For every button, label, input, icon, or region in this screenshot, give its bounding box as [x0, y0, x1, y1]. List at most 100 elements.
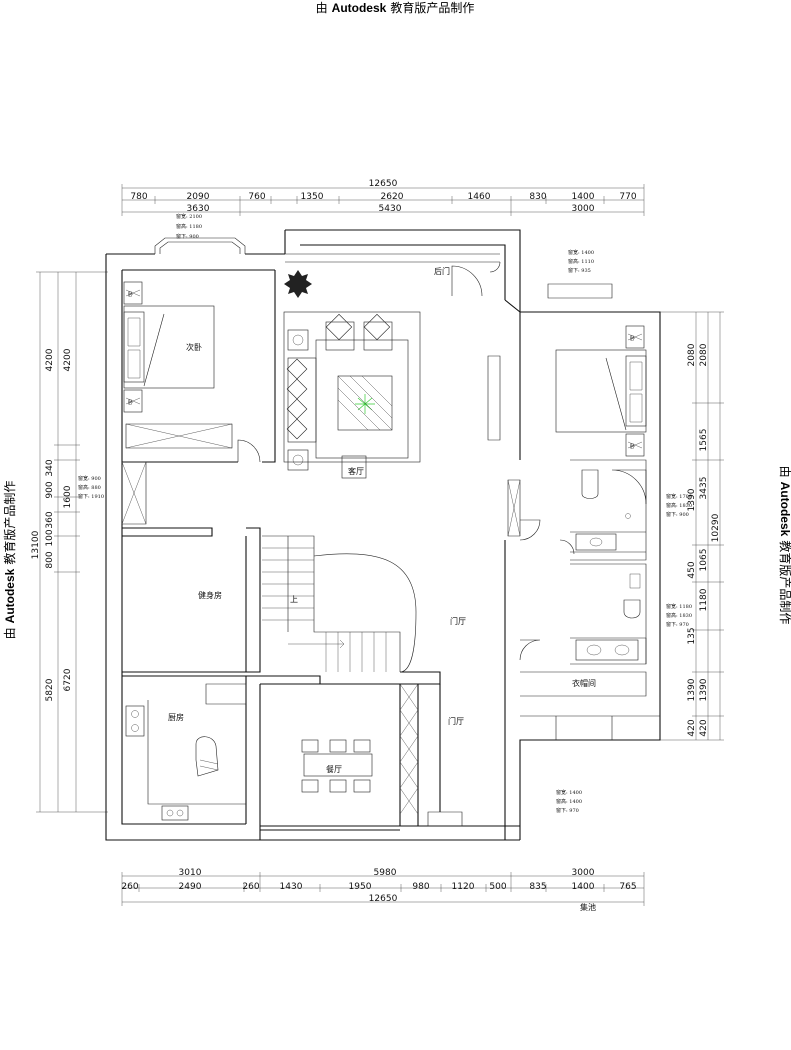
svg-text:窗宽: 2100: 窗宽: 2100	[176, 213, 202, 220]
top-dimensions: 12650 780 2090 760 1350 2620 1460 830 14…	[121, 179, 645, 216]
svg-text:2080: 2080	[699, 343, 709, 366]
svg-text:6720: 6720	[63, 668, 73, 691]
kitchen-fixtures	[125, 705, 219, 821]
svg-text:800: 800	[45, 551, 55, 568]
window-note-right-top: 窗宽: 1400 窗高: 1110 窗下: 935	[568, 249, 594, 274]
svg-text:1065: 1065	[699, 549, 709, 572]
svg-text:窗下: 970: 窗下: 970	[556, 807, 579, 814]
svg-text:1180: 1180	[699, 588, 709, 611]
label-living: 客厅	[348, 466, 364, 476]
svg-text:1565: 1565	[699, 429, 709, 452]
svg-text:450: 450	[687, 561, 697, 578]
svg-text:窗下: 900: 窗下: 900	[176, 233, 199, 240]
svg-text:13100: 13100	[31, 530, 41, 559]
svg-text:770: 770	[619, 192, 636, 202]
svg-text:窗下: 1910: 窗下: 1910	[78, 493, 104, 500]
doors	[237, 261, 575, 827]
room-labels: 次卧 后门 客厅 健身房 门厅 门厅 厨房 餐厅 衣帽间 卧 卧 卧 卧	[128, 266, 635, 774]
svg-text:765: 765	[619, 882, 636, 892]
svg-text:12650: 12650	[369, 894, 398, 904]
window-note-bath2: 窗宽: 1180 窗高: 1830 窗下: 970	[666, 603, 692, 628]
svg-text:窗高: 1830: 窗高: 1830	[666, 502, 692, 509]
svg-text:1460: 1460	[468, 192, 491, 202]
sofa-cushions	[286, 358, 308, 440]
svg-text:2080: 2080	[687, 343, 697, 366]
svg-text:1400: 1400	[572, 192, 595, 202]
label-back-door: 后门	[434, 266, 450, 276]
window-note-left: 窗宽: 900 窗高: 880 窗下: 1910	[78, 475, 104, 500]
svg-text:卧: 卧	[128, 399, 133, 406]
svg-text:1600: 1600	[63, 485, 73, 508]
svg-text:1390: 1390	[687, 488, 697, 511]
svg-text:10290: 10290	[711, 513, 721, 542]
svg-text:360: 360	[45, 511, 55, 528]
svg-text:5980: 5980	[374, 868, 397, 878]
svg-text:260: 260	[242, 882, 259, 892]
svg-text:980: 980	[412, 882, 429, 892]
svg-text:卧: 卧	[630, 443, 635, 450]
svg-text:窗下: 935: 窗下: 935	[568, 267, 591, 274]
svg-text:5430: 5430	[379, 204, 402, 214]
living-room-furniture	[283, 270, 421, 479]
svg-text:780: 780	[130, 192, 147, 202]
svg-text:窗高: 1830: 窗高: 1830	[666, 612, 692, 619]
label-closet: 衣帽间	[572, 678, 596, 688]
bedroom2-furniture	[123, 281, 215, 413]
left-dimensions: 4200 4200 340 900 1600 360 13100 800 100…	[31, 271, 108, 813]
svg-text:2490: 2490	[179, 882, 202, 892]
svg-text:窗宽: 1180: 窗宽: 1180	[666, 603, 692, 610]
svg-text:835: 835	[529, 882, 546, 892]
plant-icon	[284, 270, 312, 298]
svg-text:窗宽: 1400: 窗宽: 1400	[568, 249, 594, 256]
label-gym: 健身房	[198, 590, 222, 600]
bottom-dimensions: 3010 5980 3000 260 2490 260 1430 1950 98…	[121, 868, 645, 912]
svg-text:卧: 卧	[630, 335, 635, 342]
svg-text:5820: 5820	[45, 678, 55, 701]
label-foyer-upper: 门厅	[450, 616, 466, 626]
svg-text:窗宽: 1400: 窗宽: 1400	[556, 789, 582, 796]
svg-text:窗下: 900: 窗下: 900	[666, 511, 689, 518]
walls	[105, 229, 661, 841]
window-note-bath1: 窗宽: 1700 窗高: 1830 窗下: 900	[666, 493, 692, 518]
svg-text:2620: 2620	[381, 192, 404, 202]
svg-text:窗高: 880: 窗高: 880	[78, 484, 101, 491]
watermark-right: 由Autodesk教育版产品制作	[778, 466, 791, 625]
svg-text:窗高: 1110: 窗高: 1110	[568, 258, 594, 265]
right-dimensions: 2080 2080 1565 3435 1390 10290 1065 450 …	[660, 311, 724, 741]
svg-text:900: 900	[45, 481, 55, 498]
svg-text:100: 100	[45, 529, 55, 546]
dim-top-total: 12650	[369, 179, 398, 189]
svg-text:1430: 1430	[280, 882, 303, 892]
dining-furniture	[301, 739, 373, 793]
watermark-left: 由Autodesk教育版产品制作	[2, 481, 17, 640]
svg-text:1400: 1400	[572, 882, 595, 892]
svg-text:窗高: 1180: 窗高: 1180	[176, 223, 202, 230]
svg-text:窗宽: 1700: 窗宽: 1700	[666, 493, 692, 500]
svg-text:420: 420	[687, 719, 697, 736]
svg-text:135: 135	[687, 627, 697, 644]
svg-text:3630: 3630	[187, 204, 210, 214]
label-kitchen: 厨房	[168, 712, 184, 722]
label-pool: 集池	[580, 902, 596, 912]
svg-text:1350: 1350	[301, 192, 324, 202]
label-dining: 餐厅	[326, 765, 342, 774]
label-stairs-up: 上	[290, 595, 298, 604]
master-bedroom-furniture	[555, 325, 647, 457]
svg-text:窗宽: 900: 窗宽: 900	[78, 475, 101, 482]
svg-text:500: 500	[489, 882, 506, 892]
svg-text:760: 760	[248, 192, 265, 202]
svg-text:3010: 3010	[179, 868, 202, 878]
svg-text:830: 830	[529, 192, 546, 202]
svg-text:1390: 1390	[687, 678, 697, 701]
svg-text:4200: 4200	[45, 348, 55, 371]
svg-text:卧: 卧	[128, 291, 133, 298]
window-note-bottom: 窗宽: 1400 窗高: 1400 窗下: 970	[556, 789, 582, 814]
svg-text:3435: 3435	[699, 477, 709, 500]
svg-text:窗高: 1400: 窗高: 1400	[556, 798, 582, 805]
rug-pattern-icon	[355, 394, 375, 414]
svg-text:260: 260	[121, 882, 138, 892]
window-note-top: 窗宽: 2100 窗高: 1180 窗下: 900	[176, 213, 202, 240]
svg-text:1950: 1950	[349, 882, 372, 892]
